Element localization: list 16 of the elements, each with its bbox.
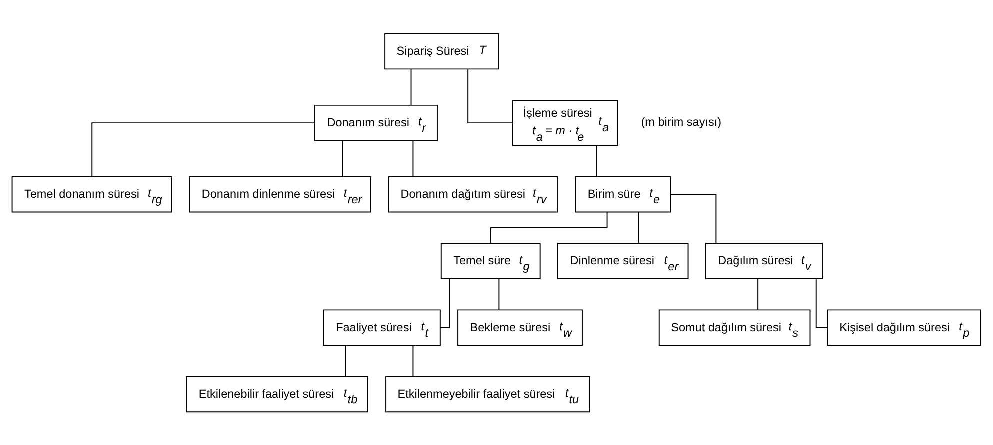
connector <box>412 344 414 377</box>
connector <box>638 211 640 244</box>
connector <box>410 68 412 106</box>
connector <box>758 278 759 310</box>
connector <box>92 122 316 177</box>
node-label: (m birim sayısı) <box>641 116 722 129</box>
connector <box>498 278 500 310</box>
connector <box>345 344 346 377</box>
node-box: Sipariş Süresi T <box>384 32 500 70</box>
connector <box>342 140 344 177</box>
connector <box>412 140 414 177</box>
connector <box>596 144 598 177</box>
connector <box>490 211 608 244</box>
connector <box>468 68 514 124</box>
connector <box>670 194 717 244</box>
connector <box>440 278 450 328</box>
